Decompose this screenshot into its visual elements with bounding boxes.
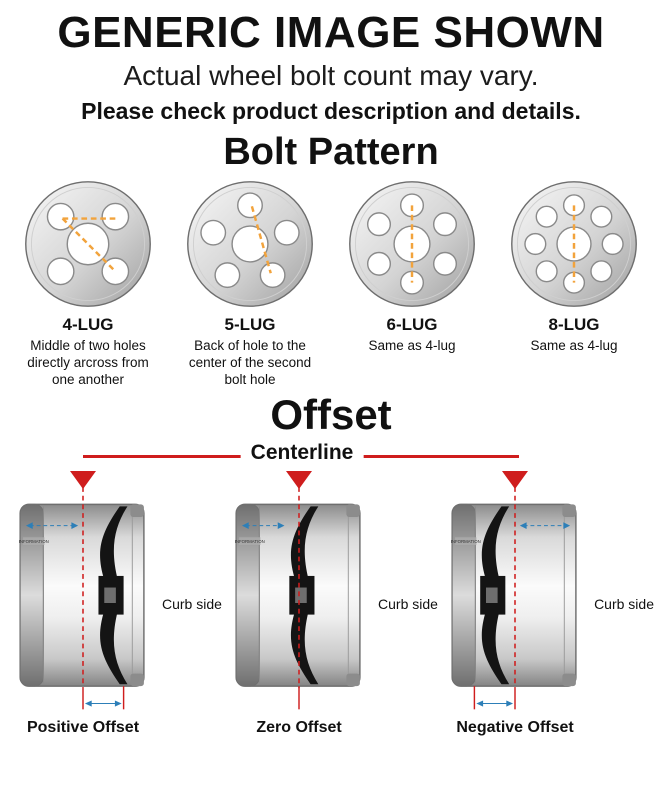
- bolt-desc-8lug: Same as 4-lug: [530, 338, 618, 353]
- wheel-cross-section-zero: INFORMATION: [235, 486, 361, 709]
- bolt-item-5lug: 5-LUG Back of hole to the center of the …: [174, 178, 326, 389]
- bolt-desc-6lug: Same as 4-lug: [368, 338, 456, 353]
- wheel-cross-section-positive: INFORMATION: [19, 486, 145, 709]
- bolt-pattern-row: 4-LUG Middle of two holes directly arcro…: [0, 178, 662, 389]
- bolt-pattern-section: Bolt Pattern 4-LUG Middle of two holes d…: [0, 131, 662, 389]
- offset-unit-zero: INFORMATION Zero Offset: [224, 470, 438, 737]
- curb-side-label: Curb side: [378, 595, 438, 612]
- bolt-label-8lug: 8-LUG: [548, 315, 600, 334]
- offset-wheel-positive: INFORMATION: [8, 470, 158, 737]
- wheel-8lug-diagram: [511, 181, 637, 307]
- rim-stamp-text: INFORMATION: [19, 539, 49, 544]
- bolt-item-4lug: 4-LUG Middle of two holes directly arcro…: [12, 178, 164, 389]
- centerline-marker-icon: [286, 470, 313, 489]
- bolt-desc-4lug: Middle of two holes directly arcross fro…: [27, 338, 149, 387]
- offset-wheel-zero: INFORMATION Zero Offset: [224, 470, 374, 737]
- bolt-item-6lug: 6-LUG Same as 4-lug: [336, 178, 488, 389]
- offset-label-zero: Zero Offset: [256, 718, 342, 736]
- bolt-desc-5lug: Back of hole to the center of the second…: [188, 338, 312, 387]
- centerline-marker-icon: [70, 470, 96, 489]
- offset-arrow-blue: [476, 700, 514, 707]
- rim-stamp-text: INFORMATION: [235, 539, 265, 544]
- bolt-label-5lug: 5-LUG: [224, 315, 276, 334]
- offset-unit-negative: INFORMATION: [440, 470, 654, 737]
- offset-wheel-negative: INFORMATION: [440, 470, 590, 737]
- wheel-6lug-diagram: [349, 181, 475, 307]
- bolt-item-8lug: 8-LUG Same as 4-lug: [498, 178, 650, 389]
- page-note: Please check product description and det…: [81, 98, 581, 124]
- page-subtitle: Actual wheel bolt count may vary.: [123, 60, 539, 91]
- bolt-pattern-heading: Bolt Pattern: [223, 131, 439, 173]
- curb-side-label: Curb side: [162, 595, 222, 612]
- centerline-label: Centerline: [240, 440, 364, 465]
- header: GENERIC IMAGE SHOWN Actual wheel bolt co…: [0, 8, 662, 125]
- page-title: GENERIC IMAGE SHOWN: [57, 8, 605, 57]
- offset-section: Offset Centerline INFORMATION: [0, 391, 662, 737]
- centerline-row: Centerline: [0, 440, 662, 471]
- centerline-marker-icon: [502, 470, 529, 489]
- rim-stamp-text: INFORMATION: [451, 539, 481, 544]
- offset-arrow-blue: [84, 700, 122, 707]
- spoke-profile: [480, 505, 510, 684]
- offset-heading: Offset: [270, 390, 392, 438]
- measure-dashes-5lug: [250, 205, 272, 274]
- wheel-5lug-diagram: [187, 181, 313, 307]
- offset-diagrams-row: INFORMATION: [0, 470, 662, 737]
- curb-side-label: Curb side: [594, 595, 654, 612]
- offset-label-negative: Negative Offset: [456, 718, 574, 736]
- offset-label-positive: Positive Offset: [26, 718, 140, 736]
- offset-unit-positive: INFORMATION: [8, 470, 222, 737]
- measure-dashes-4lug: [61, 217, 117, 273]
- bolt-label-4lug: 4-LUG: [62, 315, 114, 334]
- bolt-label-6lug: 6-LUG: [386, 315, 438, 334]
- wheel-4lug-diagram: [25, 181, 151, 307]
- wheel-cross-section-negative: INFORMATION: [451, 486, 577, 709]
